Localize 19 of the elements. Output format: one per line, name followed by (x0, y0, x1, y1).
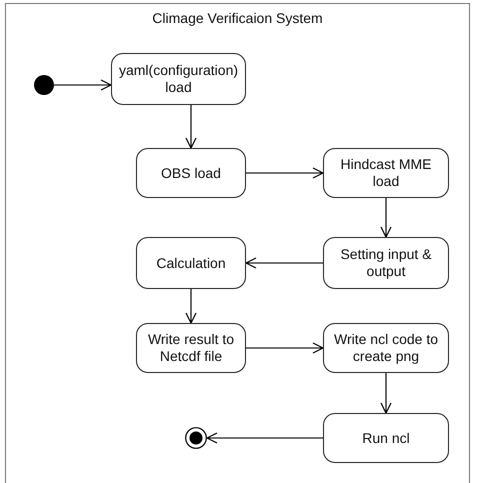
action-box: Write ncl code to create png (323, 323, 449, 373)
arrow (246, 342, 324, 354)
arrow (380, 198, 392, 238)
arrow (245, 257, 323, 269)
action-box: Calculation (136, 237, 246, 289)
action-box: yaml(configuration) load (111, 53, 246, 105)
action-box: OBS load (136, 148, 246, 198)
arrow (380, 373, 392, 414)
action-box: Hindcast MME load (323, 148, 449, 198)
arrow (206, 432, 323, 444)
frame-box (5, 3, 470, 483)
frame-title: Climage Verificaion System (152, 10, 323, 26)
arrow (185, 289, 197, 324)
action-box: Run ncl (323, 413, 449, 463)
action-box: Setting input & output (323, 237, 449, 289)
arrow (185, 105, 197, 149)
arrow (246, 167, 324, 179)
action-box: Write result to Netcdf file (136, 323, 246, 373)
arrow (54, 79, 112, 91)
